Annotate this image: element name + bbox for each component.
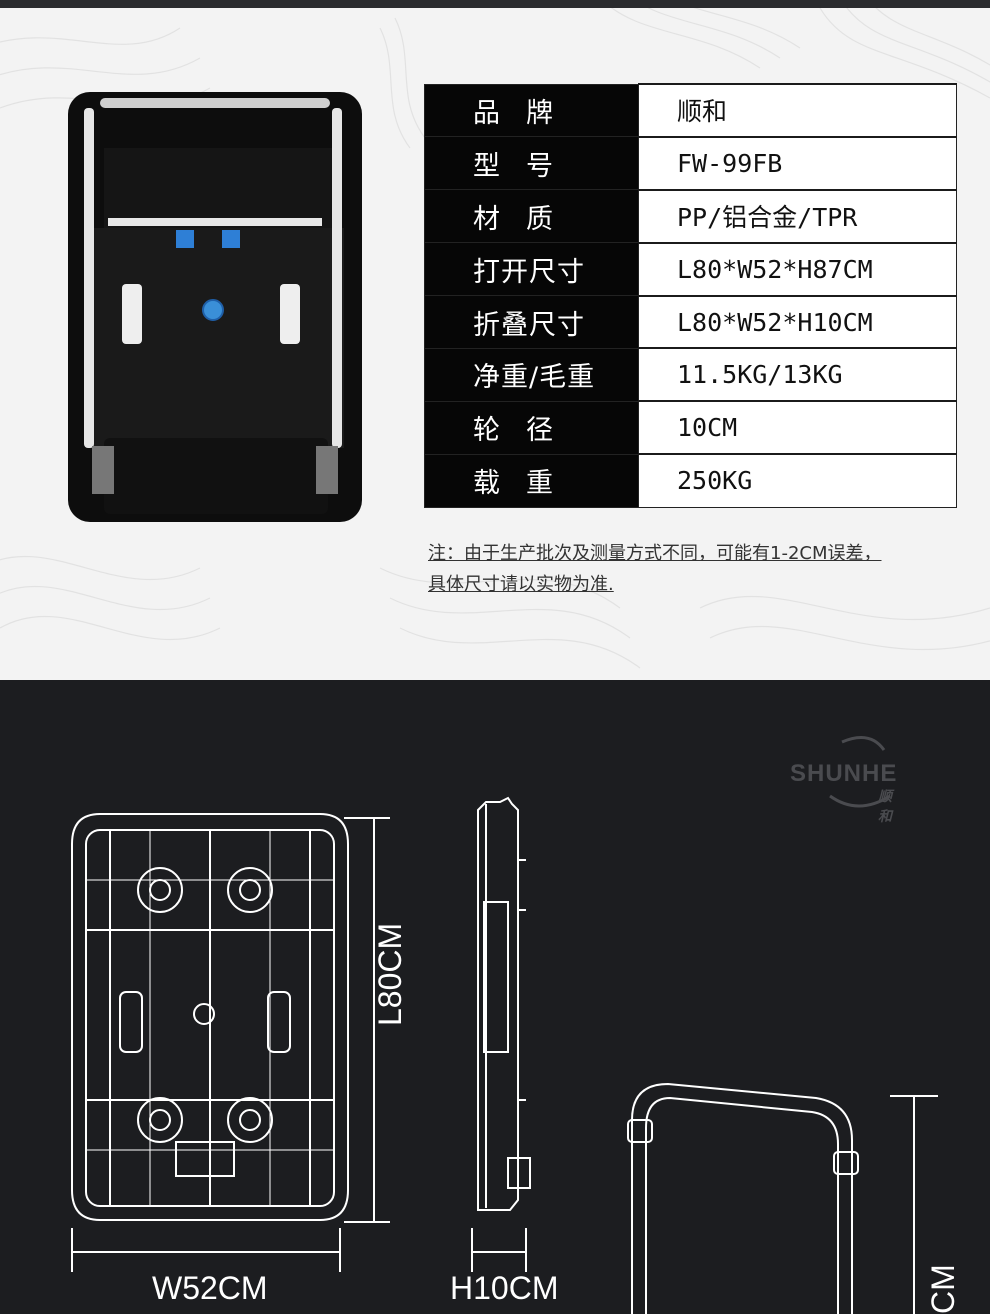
- spec-table: 品牌 顺和 型号 FW-99FB 材质 PP/铝合金/TPR 打开尺寸 L80*…: [424, 83, 957, 508]
- spec-label: 材质: [424, 189, 639, 244]
- spec-value: PP/铝合金/TPR: [638, 188, 957, 244]
- spec-row-wheel: 轮径 10CM: [424, 400, 957, 455]
- note-line-2: 具体尺寸请以实物为准.: [428, 574, 614, 595]
- spec-row-folded-size: 折叠尺寸 L80*W52*H10CM: [424, 294, 957, 349]
- dimension-drawing: [71, 736, 938, 1314]
- spec-label: 品牌: [424, 83, 639, 138]
- spec-section: 品牌 顺和 型号 FW-99FB 材质 PP/铝合金/TPR 打开尺寸 L80*…: [0, 8, 990, 680]
- spec-label: 载重: [424, 453, 639, 508]
- cart-side-view: [477, 796, 531, 1211]
- top-band: [0, 0, 990, 8]
- spec-value: 顺和: [638, 83, 957, 138]
- cart-top-view: [71, 813, 349, 1221]
- note-line-1: 注：由于生产批次及测量方式不同，可能有1-2CM误差，: [428, 543, 882, 564]
- spec-row-open-size: 打开尺寸 L80*W52*H87CM: [424, 241, 957, 297]
- spec-value: 250KG: [638, 453, 957, 508]
- width-label: W52CM: [152, 1270, 268, 1306]
- brand-chinese: 顺和: [878, 789, 892, 825]
- spec-row-brand: 品牌 顺和: [424, 83, 957, 138]
- dimension-lines: [71, 817, 938, 1314]
- spec-label: 折叠尺寸: [424, 295, 639, 349]
- spec-label: 打开尺寸: [424, 242, 639, 297]
- spec-value: 11.5KG/13KG: [638, 347, 957, 402]
- measurement-note: 注：由于生产批次及测量方式不同，可能有1-2CM误差， 具体尺寸请以实物为准.: [428, 538, 968, 600]
- partial-dimension-label: CM: [925, 1264, 961, 1314]
- spec-value: 10CM: [638, 400, 957, 455]
- spec-value: L80*W52*H87CM: [638, 241, 957, 297]
- leaf-background: [0, 8, 990, 669]
- spec-label: 净重/毛重: [424, 347, 639, 402]
- folded-cart-image: [68, 92, 362, 522]
- spec-label: 型号: [424, 136, 639, 191]
- spec-value: L80*W52*H10CM: [638, 294, 957, 349]
- length-label: L80CM: [372, 922, 408, 1026]
- brand-english: SHUNHE: [790, 760, 898, 787]
- spec-label: 轮径: [424, 400, 639, 455]
- brand-watermark: SHUNHE 顺和: [790, 760, 898, 825]
- spec-row-load: 载重 250KG: [424, 453, 957, 508]
- spec-row-weight: 净重/毛重 11.5KG/13KG: [424, 347, 957, 402]
- spec-value: FW-99FB: [638, 135, 957, 191]
- handle-view: [627, 1082, 859, 1314]
- spec-row-model: 型号 FW-99FB: [424, 135, 957, 191]
- spec-row-material: 材质 PP/铝合金/TPR: [424, 188, 957, 244]
- height-label: H10CM: [450, 1270, 559, 1306]
- dimension-section: SHUNHE 顺和 W52CM H10CM L80CM CM: [0, 680, 990, 1314]
